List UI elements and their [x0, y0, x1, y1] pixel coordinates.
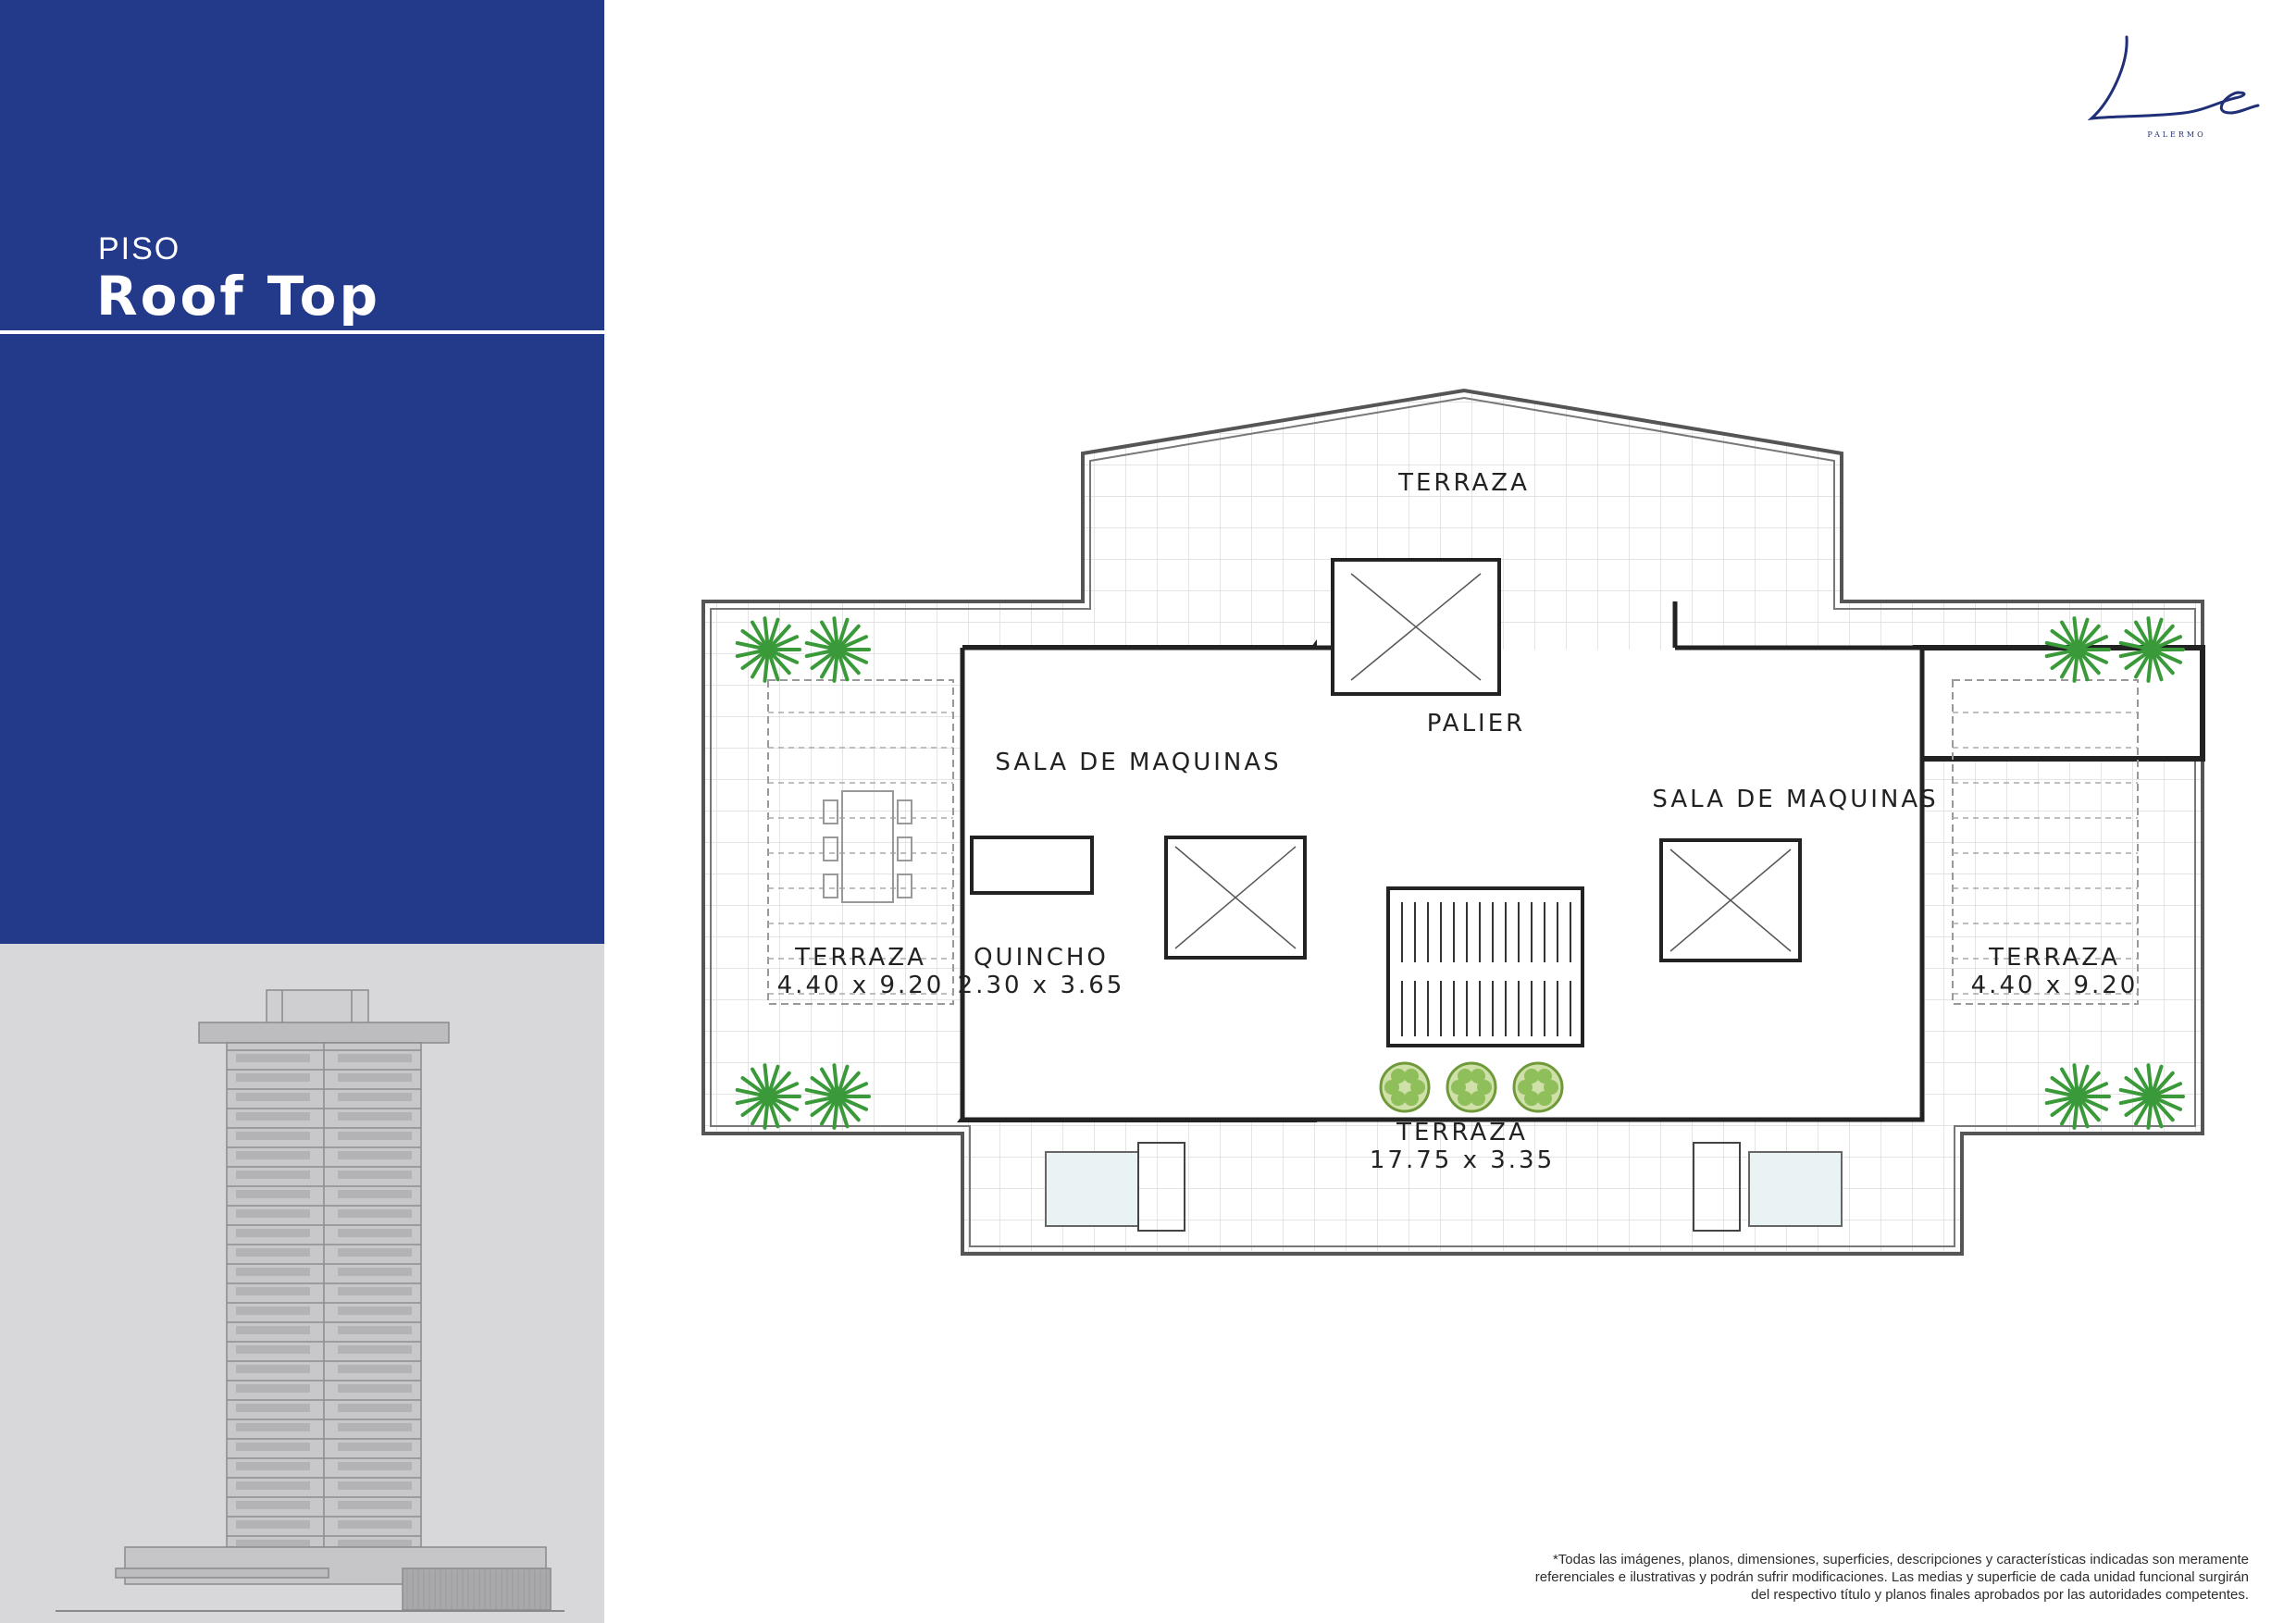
label-sala-left: SALA DE MAQUINAS: [995, 749, 1281, 776]
floor-kicker: PISO: [98, 231, 181, 266]
label-palier: PALIER: [1427, 710, 1525, 737]
building-elevation: [56, 989, 565, 1612]
disclaimer-line-2: referenciales e ilustrativas y podrán su…: [1534, 1569, 2249, 1585]
palm-plant-icon: [735, 1063, 801, 1130]
disclaimer-line-1: *Todas las imágenes, planos, dimensiones…: [1552, 1552, 2249, 1567]
disclaimer-line-3: del respectivo título y planos finales a…: [1751, 1587, 2249, 1603]
label-terraza-bottom-dims: 17.75 x 3.35: [1370, 1146, 1555, 1174]
label-terraza-left: TERRAZA: [794, 944, 926, 972]
floor-plan: TERRAZA PALIER SALA DE MAQUINAS SALA DE …: [701, 388, 2205, 1256]
title-panel: [0, 0, 604, 944]
legal-disclaimer: *Todas las imágenes, planos, dimensiones…: [1314, 1551, 2249, 1604]
palm-plant-icon: [804, 1063, 871, 1130]
label-terraza-right-dims: 4.40 x 9.20: [1971, 972, 2139, 999]
palm-plant-icon: [2044, 1063, 2111, 1130]
label-quincho: QUINCHO: [974, 944, 1109, 972]
palm-plant-icon: [2044, 616, 2111, 683]
title-divider: [0, 330, 604, 334]
shrub-icon: [1379, 1061, 1431, 1113]
label-terraza-top: TERRAZA: [1397, 469, 1530, 497]
logo-flourish: [2087, 35, 2260, 120]
floor-title: Roof Top: [96, 265, 381, 328]
logo-subtitle: PALERMO: [2147, 130, 2205, 139]
label-sala-right: SALA DE MAQUINAS: [1652, 786, 1938, 813]
label-terraza-left-dims: 4.40 x 9.20: [777, 972, 945, 999]
palm-plant-icon: [804, 616, 871, 683]
label-terraza-bottom: TERRAZA: [1396, 1119, 1528, 1146]
shrub-icon: [1512, 1061, 1564, 1113]
palm-plant-icon: [2118, 616, 2185, 683]
palm-plant-icon: [2118, 1063, 2185, 1130]
interior-block: [964, 650, 1314, 1120]
palm-plant-icon: [735, 616, 801, 683]
brand-logo: PALERMO: [2087, 35, 2260, 139]
shrub-icon: [1446, 1061, 1497, 1113]
label-quincho-dims: 2.30 x 3.65: [958, 972, 1125, 999]
label-terraza-right: TERRAZA: [1988, 944, 2120, 972]
